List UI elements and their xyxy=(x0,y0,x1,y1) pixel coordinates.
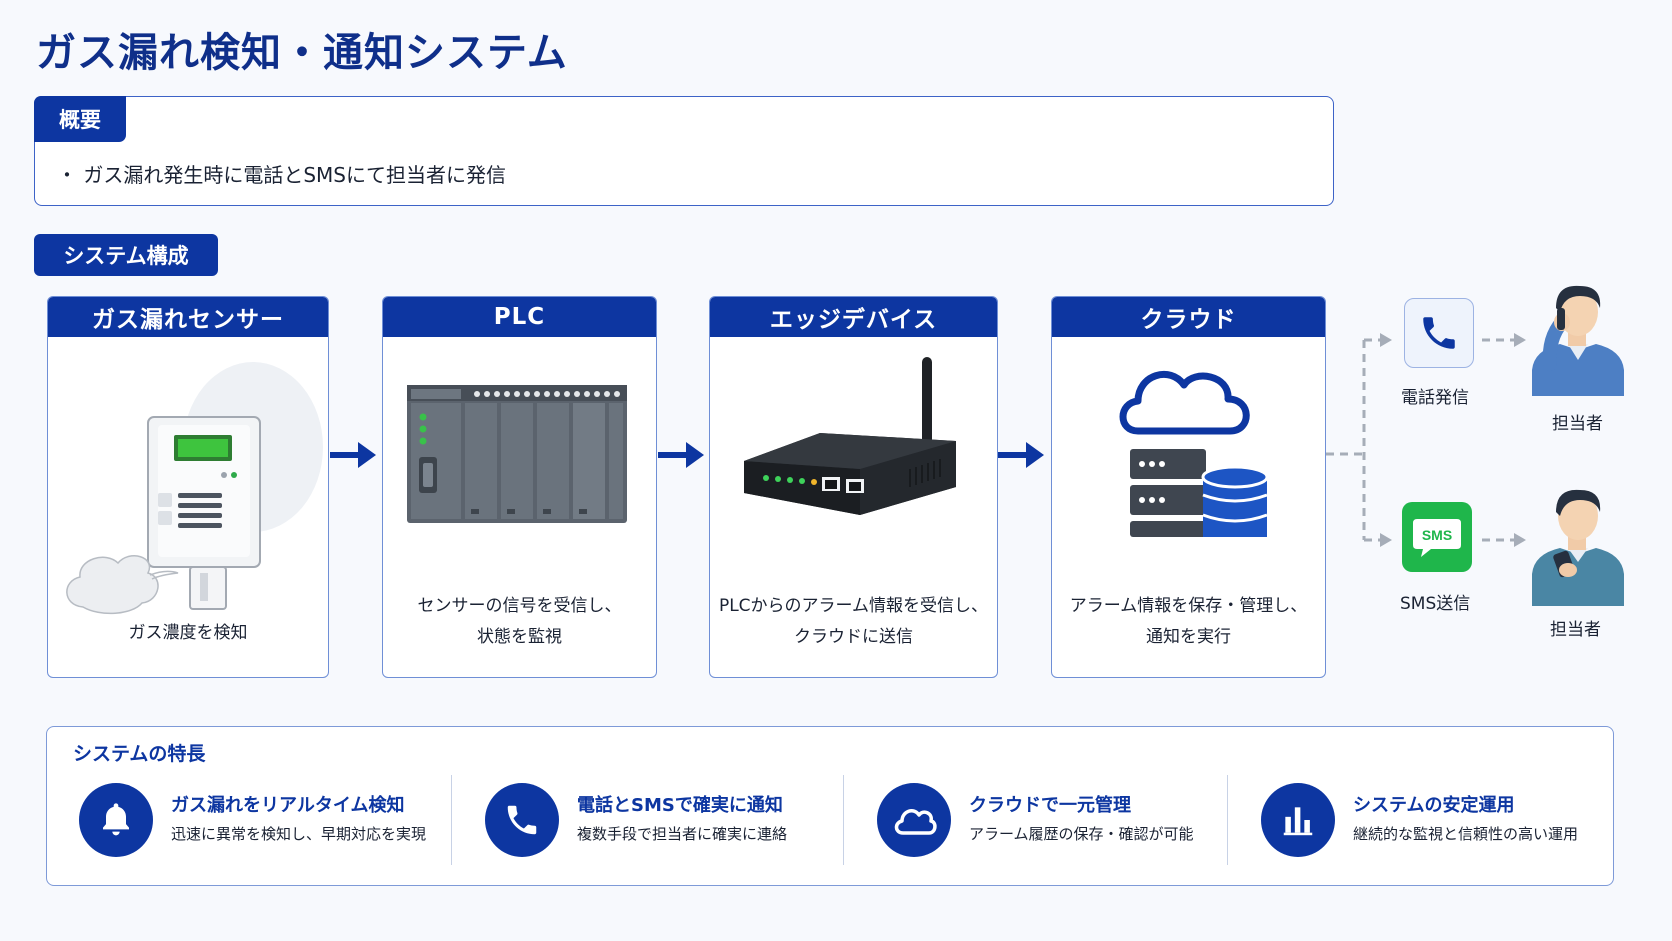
feature-stable-operation: システムの安定運用 継続的な監視と信頼性の高い運用 xyxy=(1261,779,1601,861)
phone-icon xyxy=(507,805,537,835)
cloud-storage-illustration xyxy=(1119,371,1269,537)
branch-connector xyxy=(1326,333,1392,547)
overview-item: ・ ガス漏れ発生時に電話とSMSにて担当者に発信 xyxy=(57,163,507,187)
dashed-arrow-icon xyxy=(1482,333,1526,347)
card-desc-line: センサーの信号を受信し、 xyxy=(417,596,622,616)
arrow-right-icon xyxy=(658,440,704,474)
person-on-phone-icon xyxy=(1532,285,1624,396)
card-desc-line: PLCからのアラーム情報を受信し、 xyxy=(718,596,989,616)
card-gas-sensor: ガス漏れセンサー ガス濃度を検知 xyxy=(47,296,329,678)
feature-desc: 迅速に異常を検知し、早期対応を実現 xyxy=(171,825,427,843)
sms-send-label: SMS送信 xyxy=(1400,594,1471,614)
overview-panel: 概要 ・ ガス漏れ発生時に電話とSMSにて担当者に発信 xyxy=(34,96,1334,206)
dashed-arrow-icon xyxy=(1482,533,1526,547)
sms-bubble-icon: SMS xyxy=(1413,519,1461,557)
card-title: エッジデバイス xyxy=(710,297,997,337)
person-texting-icon xyxy=(1532,489,1624,606)
feature-desc: アラーム履歴の保存・確認が可能 xyxy=(969,825,1194,843)
person-label: 担当者 xyxy=(1552,414,1603,434)
feature-desc: 継続的な監視と信頼性の高い運用 xyxy=(1353,825,1579,843)
system-tag: システム構成 xyxy=(34,234,218,276)
feature-divider xyxy=(451,775,452,865)
feature-phone-sms: 電話とSMSで確実に通知 複数手段で担当者に確実に連絡 xyxy=(485,779,845,861)
features-title: システムの特長 xyxy=(73,743,206,765)
person-label: 担当者 xyxy=(1550,620,1601,640)
plc-illustration xyxy=(407,385,627,523)
feature-desc: 複数手段で担当者に確実に連絡 xyxy=(577,825,788,843)
arrow-right-icon xyxy=(330,440,376,474)
feature-cloud-management: クラウドで一元管理 アラーム履歴の保存・確認が可能 xyxy=(877,779,1237,861)
card-edge-device: エッジデバイス PLCからのアラーム情報を受信し、 クラウドに送信 xyxy=(709,296,998,678)
sms-box: SMS xyxy=(1402,502,1472,572)
bell-icon xyxy=(103,803,129,836)
card-desc-line: 状態を監視 xyxy=(477,627,562,647)
card-desc-line: ガス濃度を検知 xyxy=(128,623,248,643)
feature-title: システムの安定運用 xyxy=(1353,795,1515,816)
card-desc-line: 通知を実行 xyxy=(1146,627,1231,647)
cloud-icon xyxy=(894,809,937,835)
feature-divider xyxy=(1227,775,1228,865)
feature-realtime-detection: ガス漏れをリアルタイム検知 迅速に異常を検知し、早期対応を実現 xyxy=(79,779,439,861)
sms-badge: SMS xyxy=(1422,527,1452,543)
card-desc-line: アラーム情報を保存・管理し、 xyxy=(1069,596,1308,616)
feature-divider xyxy=(843,775,844,865)
phone-icon xyxy=(1423,317,1455,349)
overview-tag: 概要 xyxy=(34,96,126,142)
card-title: PLC xyxy=(383,297,656,337)
edge-router-illustration xyxy=(744,357,956,515)
feature-title: ガス漏れをリアルタイム検知 xyxy=(171,795,405,816)
phone-call-label: 電話発信 xyxy=(1401,388,1469,408)
card-title: ガス漏れセンサー xyxy=(48,297,328,337)
bar-chart-icon xyxy=(1283,807,1313,836)
arrow-right-icon xyxy=(998,440,1044,474)
feature-title: 電話とSMSで確実に通知 xyxy=(577,795,783,816)
card-plc: PLC センサーの信号を受信し、 状態を監視 xyxy=(382,296,657,678)
card-desc-line: クラウドに送信 xyxy=(794,627,913,647)
card-title: クラウド xyxy=(1052,297,1325,337)
phone-call-box xyxy=(1404,298,1474,368)
page-title: ガス漏れ検知・通知システム xyxy=(36,30,568,76)
features-panel: システムの特長 ガス漏れをリアルタイム検知 迅速に異常を検知し、早期対応を実現 … xyxy=(46,726,1614,886)
card-cloud: クラウド アラーム情報を保存・管理し、 通知を実行 xyxy=(1051,296,1326,678)
feature-title: クラウドで一元管理 xyxy=(969,795,1131,816)
gas-sensor-illustration xyxy=(66,362,323,615)
